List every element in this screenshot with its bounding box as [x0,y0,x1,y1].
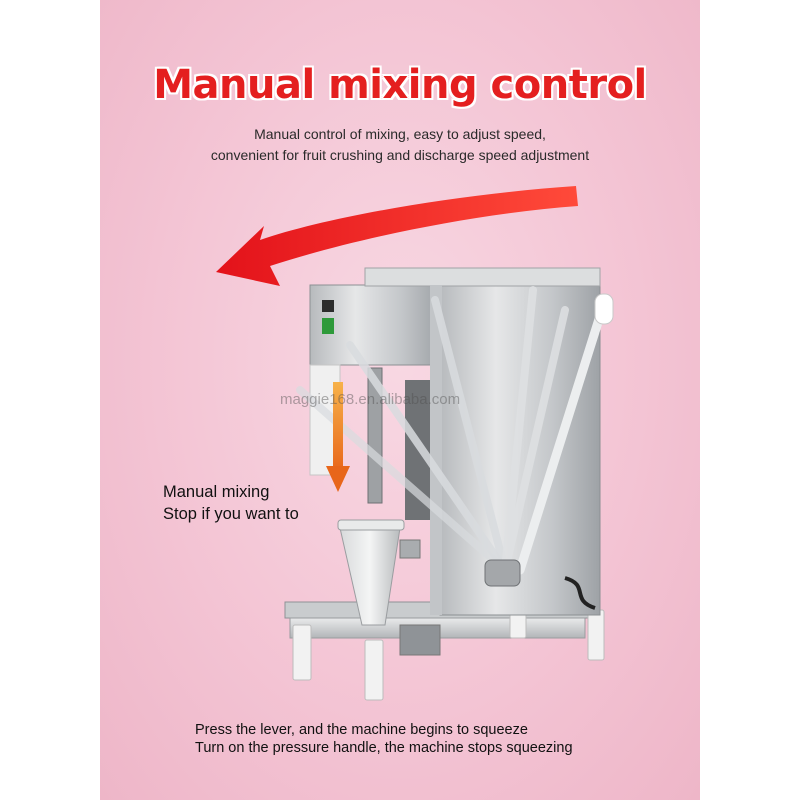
footer-line-1: Press the lever, and the machine begins … [195,722,528,738]
side-label: Manual mixing Stop if you want to [163,481,299,525]
watermark: maggie168.en.alibaba.com [280,391,461,408]
description-line-1: Manual control of mixing, easy to adjust… [254,126,546,142]
curved-red-arrow-icon [216,186,578,286]
product-poster: Manual mixing control Manual control of … [100,0,700,800]
page-title: Manual mixing control [153,62,647,108]
side-label-line-2: Stop if you want to [163,505,299,523]
power-indicator-icon [322,300,334,334]
side-label-line-1: Manual mixing [163,483,270,501]
illustration [216,186,614,701]
description-line-2: convenient for fruit crushing and discha… [210,147,590,163]
down-arrow-icon [326,382,350,492]
footer-line-2: Turn on the pressure handle, the machine… [195,740,573,756]
